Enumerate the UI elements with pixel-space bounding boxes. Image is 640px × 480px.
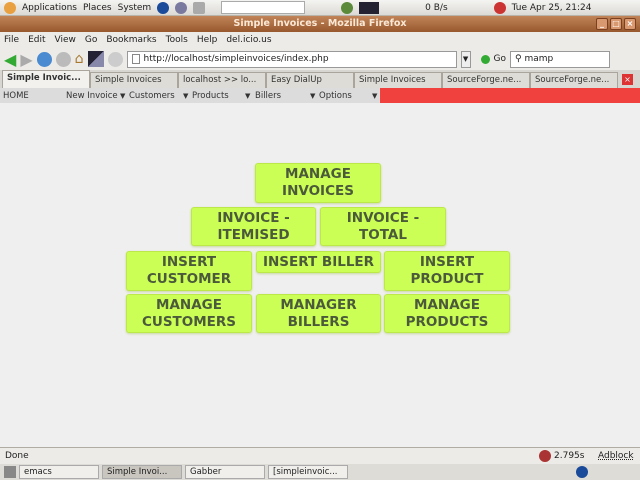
- maximize-button[interactable]: □: [610, 18, 622, 30]
- timer-icon: [539, 450, 551, 462]
- reload-icon[interactable]: [36, 51, 52, 67]
- menu-help[interactable]: Help: [196, 35, 218, 45]
- system-menu[interactable]: System: [117, 2, 152, 13]
- stop-icon[interactable]: [55, 51, 71, 67]
- menu-go[interactable]: Go: [84, 35, 98, 45]
- gnome-foot-icon: [4, 1, 16, 14]
- launcher-icon[interactable]: [175, 1, 188, 14]
- chevron-down-icon: ▼: [310, 91, 316, 100]
- url-text[interactable]: http://localhost/simpleinvoices/index.ph…: [143, 54, 329, 64]
- menu-products[interactable]: Products: [192, 90, 229, 101]
- go-button[interactable]: Go: [493, 54, 506, 64]
- url-dropdown-icon[interactable]: ▼: [460, 50, 471, 68]
- load-time: 2.795s: [554, 451, 585, 461]
- monitor-icon: [359, 1, 380, 14]
- menu-delicious[interactable]: del.icio.us: [226, 35, 272, 45]
- forward-icon[interactable]: ▶: [20, 49, 33, 69]
- insert-customer-button[interactable]: INSERT CUSTOMER: [126, 251, 252, 291]
- home-icon[interactable]: ⌂: [74, 51, 84, 67]
- insert-biller-button[interactable]: INSERT BILLER: [256, 251, 381, 273]
- tab-sourceforge-1[interactable]: SourceForge.ne...: [442, 72, 530, 88]
- tab-simple-invoices-active[interactable]: Simple Invoic...: [2, 70, 90, 88]
- chevron-down-icon: ▼: [120, 91, 126, 100]
- task-simpleinvoices[interactable]: [simpleinvoic...: [268, 465, 348, 479]
- tab-localhost[interactable]: localhost >> lo...: [178, 72, 266, 88]
- menu-billers[interactable]: Billers: [255, 90, 282, 101]
- folder-launcher-icon[interactable]: [193, 1, 206, 14]
- url-bar[interactable]: http://localhost/simpleinvoices/index.ph…: [126, 50, 457, 68]
- search-input[interactable]: ⚲ mamp: [510, 50, 610, 68]
- menu-bar: File Edit View Go Bookmarks Tools Help d…: [0, 32, 640, 48]
- net-speed: 0 B/s: [425, 2, 448, 13]
- status-bar: Done 2.795s Adblock: [0, 447, 640, 464]
- window-titlebar: Simple Invoices - Mozilla Firefox _ □ ×: [0, 16, 640, 32]
- manager-billers-button[interactable]: MANAGER BILLERS: [256, 294, 381, 333]
- invoice-itemised-button[interactable]: INVOICE - ITEMISED: [191, 207, 316, 246]
- places-menu[interactable]: Places: [82, 2, 112, 13]
- window-title: Simple Invoices - Mozilla Firefox: [233, 18, 407, 29]
- menu-customers[interactable]: Customers: [129, 90, 175, 101]
- menu-view[interactable]: View: [54, 35, 76, 45]
- clock[interactable]: Tue Apr 25, 21:24: [511, 2, 592, 13]
- page-icon: [131, 54, 140, 64]
- tray-icon[interactable]: [341, 1, 354, 14]
- close-tab-icon[interactable]: ×: [622, 74, 633, 85]
- firefox-launcher-icon[interactable]: [157, 1, 170, 14]
- tab-sourceforge-2[interactable]: SourceForge.ne...: [530, 72, 618, 88]
- task-firefox[interactable]: Simple Invoi...: [102, 465, 182, 479]
- manage-customers-button[interactable]: MANAGE CUSTOMERS: [126, 294, 252, 333]
- workspace-switcher-icon[interactable]: [576, 466, 588, 478]
- menu-bookmarks[interactable]: Bookmarks: [106, 35, 157, 45]
- tab-simple-invoices-2[interactable]: Simple Invoices: [354, 72, 442, 88]
- notification-icon[interactable]: [493, 1, 506, 14]
- gnome-panel: Applications Places System 0 B/s Tue Apr…: [0, 0, 640, 16]
- menu-edit[interactable]: Edit: [28, 35, 46, 45]
- close-window-button[interactable]: ×: [624, 18, 636, 30]
- task-emacs[interactable]: emacs: [19, 465, 99, 479]
- status-text: Done: [5, 451, 29, 461]
- chevron-down-icon: ▼: [372, 91, 378, 100]
- chevron-down-icon: ▼: [245, 91, 251, 100]
- chevron-down-icon: ▼: [183, 91, 189, 100]
- panel-search-input[interactable]: [221, 1, 306, 14]
- theme-icon[interactable]: [87, 51, 104, 67]
- insert-product-button[interactable]: INSERT PRODUCT: [384, 251, 510, 291]
- go-icon[interactable]: [480, 54, 490, 64]
- back-icon[interactable]: ◀: [4, 49, 17, 69]
- tab-strip: Simple Invoic... Simple Invoices localho…: [0, 70, 640, 88]
- show-desktop-icon[interactable]: [4, 466, 16, 478]
- taskbar: emacs Simple Invoi... Gabber [simpleinvo…: [0, 464, 640, 480]
- task-gabber[interactable]: Gabber: [185, 465, 265, 479]
- adblock-button[interactable]: Adblock: [598, 451, 634, 461]
- menu-new-invoice[interactable]: New Invoice: [66, 90, 118, 101]
- invoice-total-button[interactable]: INVOICE - TOTAL: [320, 207, 446, 246]
- applications-menu[interactable]: Applications: [22, 2, 77, 13]
- minimize-button[interactable]: _: [596, 18, 608, 30]
- tab-simple-invoices[interactable]: Simple Invoices: [90, 72, 178, 88]
- menu-options[interactable]: Options: [319, 90, 352, 101]
- search-icon: ⚲: [515, 53, 525, 64]
- navigation-toolbar: ◀ ▶ ⌂ http://localhost/simpleinvoices/in…: [0, 48, 640, 70]
- accent-bar: [380, 88, 640, 103]
- menu-tools[interactable]: Tools: [165, 35, 188, 45]
- menu-file[interactable]: File: [4, 35, 20, 45]
- menu-home[interactable]: HOME: [3, 90, 29, 101]
- tab-easy-dialup[interactable]: Easy DialUp: [266, 72, 354, 88]
- search-text: mamp: [524, 53, 554, 64]
- manage-products-button[interactable]: MANAGE PRODUCTS: [384, 294, 510, 333]
- tag-icon[interactable]: [107, 51, 123, 67]
- manage-invoices-button[interactable]: MANAGE INVOICES: [255, 163, 381, 203]
